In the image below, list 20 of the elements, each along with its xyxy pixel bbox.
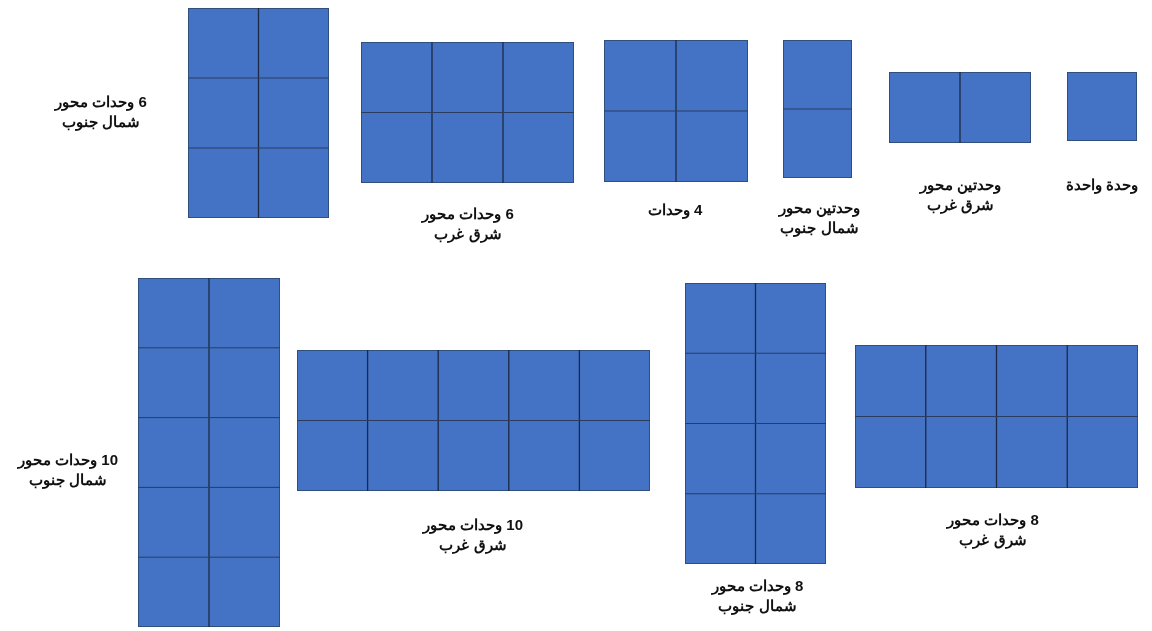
grid-caption: 6 وحدات محور شمال جنوب bbox=[53, 92, 148, 132]
unit-grid bbox=[889, 72, 1031, 143]
grid-caption: 8 وحدات محور شرق غرب bbox=[945, 510, 1040, 550]
unit-grid bbox=[1067, 72, 1137, 141]
grid-caption: وحدتين محور شرق غرب bbox=[918, 175, 1003, 215]
unit-grid bbox=[604, 40, 748, 182]
grid-caption: 6 وحدات محور شرق غرب bbox=[420, 204, 515, 244]
grid-caption: وحدتين محور شمال جنوب bbox=[777, 198, 862, 238]
grid-caption: 4 وحدات bbox=[646, 200, 704, 220]
grid-caption: 8 وحدات محور شمال جنوب bbox=[710, 576, 805, 616]
unit-grid bbox=[297, 350, 650, 491]
unit-grid bbox=[685, 283, 826, 564]
grid-caption: 10 وحدات محور شرق غرب bbox=[421, 515, 524, 555]
unit-grid bbox=[783, 40, 852, 178]
grid-caption: وحدة واحدة bbox=[1064, 175, 1140, 195]
unit-grid bbox=[138, 278, 280, 627]
unit-grid bbox=[855, 345, 1138, 488]
unit-grid bbox=[361, 42, 574, 183]
grid-caption: 10 وحدات محور شمال جنوب bbox=[16, 450, 119, 490]
unit-grid bbox=[188, 8, 329, 218]
